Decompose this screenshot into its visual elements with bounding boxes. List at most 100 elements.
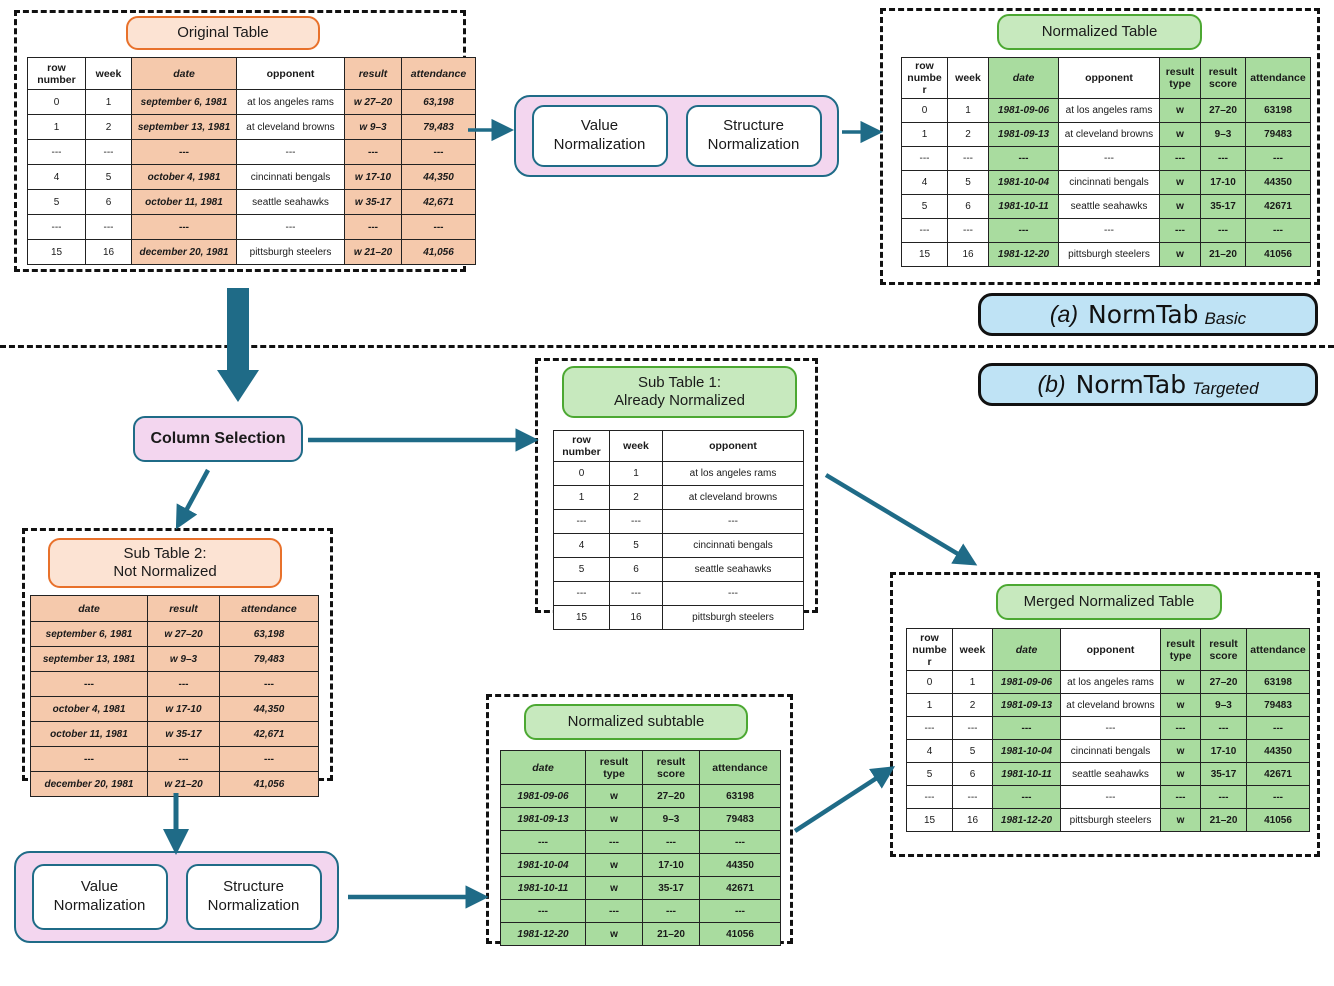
table-cell: --- <box>85 139 132 165</box>
structure-normalization-box-bottom[interactable]: Structure Normalization <box>185 864 322 930</box>
table-cell: --- <box>131 139 237 165</box>
sub-table-1-title-line2: Already Normalized <box>614 392 745 409</box>
table-cell: 5 <box>553 557 610 582</box>
table-cell: 6 <box>609 557 663 582</box>
normalization-pipeline-bottom: Value Normalization Structure Normalizat… <box>14 851 339 943</box>
table-cell: w 21–20 <box>147 771 220 797</box>
table-cell: --- <box>1058 146 1160 171</box>
table-cell: --- <box>1200 146 1246 171</box>
table-cell: 1981-09-13 <box>992 693 1061 717</box>
table-cell: 44350 <box>1245 170 1311 195</box>
table-cell: 27–20 <box>642 784 700 808</box>
table-cell: --- <box>236 214 345 240</box>
table-cell: 15 <box>906 808 953 832</box>
table-cell: --- <box>553 581 610 606</box>
table-cell: pittsburgh steelers <box>1058 242 1160 267</box>
table-cell: 35-17 <box>1200 762 1247 786</box>
column-header: result <box>147 595 220 622</box>
table-cell: at los angeles rams <box>1058 98 1160 123</box>
table-cell: 1 <box>609 461 663 486</box>
table-cell: december 20, 1981 <box>30 771 148 797</box>
table-cell: w <box>585 922 643 946</box>
table-cell: --- <box>585 830 643 854</box>
table-cell: --- <box>952 785 993 809</box>
value-norm-line2-top: Normalization <box>553 136 646 153</box>
table-cell: w <box>1159 242 1201 267</box>
table-cell: 0 <box>901 98 948 123</box>
table-row: --------- <box>30 746 319 772</box>
column-selection-label: Column Selection <box>150 430 286 447</box>
table-row: ------------------ <box>27 214 476 240</box>
table-cell: 63,198 <box>219 621 319 647</box>
table-cell: october 4, 1981 <box>30 696 148 722</box>
table-cell: september 6, 1981 <box>131 89 237 115</box>
table-cell: 1 <box>901 122 948 147</box>
column-selection-box[interactable]: Column Selection <box>133 416 303 462</box>
table-cell: --- <box>992 716 1061 740</box>
structure-normalization-box-top[interactable]: Structure Normalization <box>685 105 822 167</box>
value-norm-line2-bottom: Normalization <box>53 897 146 914</box>
table-row: --------------------- <box>906 785 1310 809</box>
table-row: ------------------ <box>27 139 476 165</box>
table-cell: 42671 <box>1246 762 1310 786</box>
table-cell: --- <box>1159 146 1201 171</box>
column-header: week <box>952 628 993 671</box>
table-cell: 1981-12-20 <box>988 242 1059 267</box>
sub-table-2-title-line1: Sub Table 2: <box>123 545 207 562</box>
table-cell: w 35-17 <box>147 721 220 747</box>
value-normalization-box-bottom[interactable]: Value Normalization <box>31 864 168 930</box>
table-cell: 1981-09-06 <box>500 784 586 808</box>
variant-a-sub: Basic <box>1204 309 1247 329</box>
column-header: date <box>30 595 148 622</box>
table-cell: w 9–3 <box>147 646 220 672</box>
table-cell: 5 <box>947 170 989 195</box>
table-row: --------- <box>553 509 804 534</box>
table-cell: 15 <box>901 242 948 267</box>
value-normalization-box-top[interactable]: Value Normalization <box>531 105 668 167</box>
table-cell: 0 <box>27 89 86 115</box>
table-cell: --- <box>27 214 86 240</box>
table-cell: 16 <box>609 605 663 630</box>
table-row: --------- <box>553 581 804 606</box>
normalized-table-title-label: Normalized Table <box>1041 23 1158 40</box>
table-cell: 16 <box>947 242 989 267</box>
table-cell: 2 <box>947 122 989 147</box>
table-cell: --- <box>585 899 643 923</box>
table-cell: w 27–20 <box>344 89 402 115</box>
table-cell: w <box>1160 808 1201 832</box>
table-cell: --- <box>952 716 993 740</box>
column-header: attendance <box>1245 57 1311 99</box>
table-cell: 1 <box>85 89 132 115</box>
normalized-subtable-title: Normalized subtable <box>524 704 748 740</box>
column-header: attendance <box>219 595 319 622</box>
column-header: result score <box>1200 57 1246 99</box>
table-cell: --- <box>1060 716 1161 740</box>
table-cell: 63198 <box>699 784 781 808</box>
column-header: date <box>500 750 586 785</box>
table-cell: --- <box>1200 716 1247 740</box>
table-cell: --- <box>1160 785 1201 809</box>
merged-table-title-label: Merged Normalized Table <box>1023 593 1195 610</box>
table-cell: --- <box>988 146 1059 171</box>
table-row: --------------------- <box>901 218 1311 243</box>
variant-a-badge: (a) NormTab Basic <box>978 293 1318 336</box>
table-cell: at los angeles rams <box>662 461 804 486</box>
table-cell: --- <box>1246 716 1310 740</box>
table-cell: 4 <box>901 170 948 195</box>
table-cell: --- <box>609 509 663 534</box>
table-cell: 1981-10-11 <box>988 194 1059 219</box>
table-cell: --- <box>901 218 948 243</box>
table-cell: pittsburgh steelers <box>1060 808 1161 832</box>
table-cell: 5 <box>952 739 993 763</box>
table-cell: --- <box>30 671 148 697</box>
table-cell: --- <box>1200 218 1246 243</box>
